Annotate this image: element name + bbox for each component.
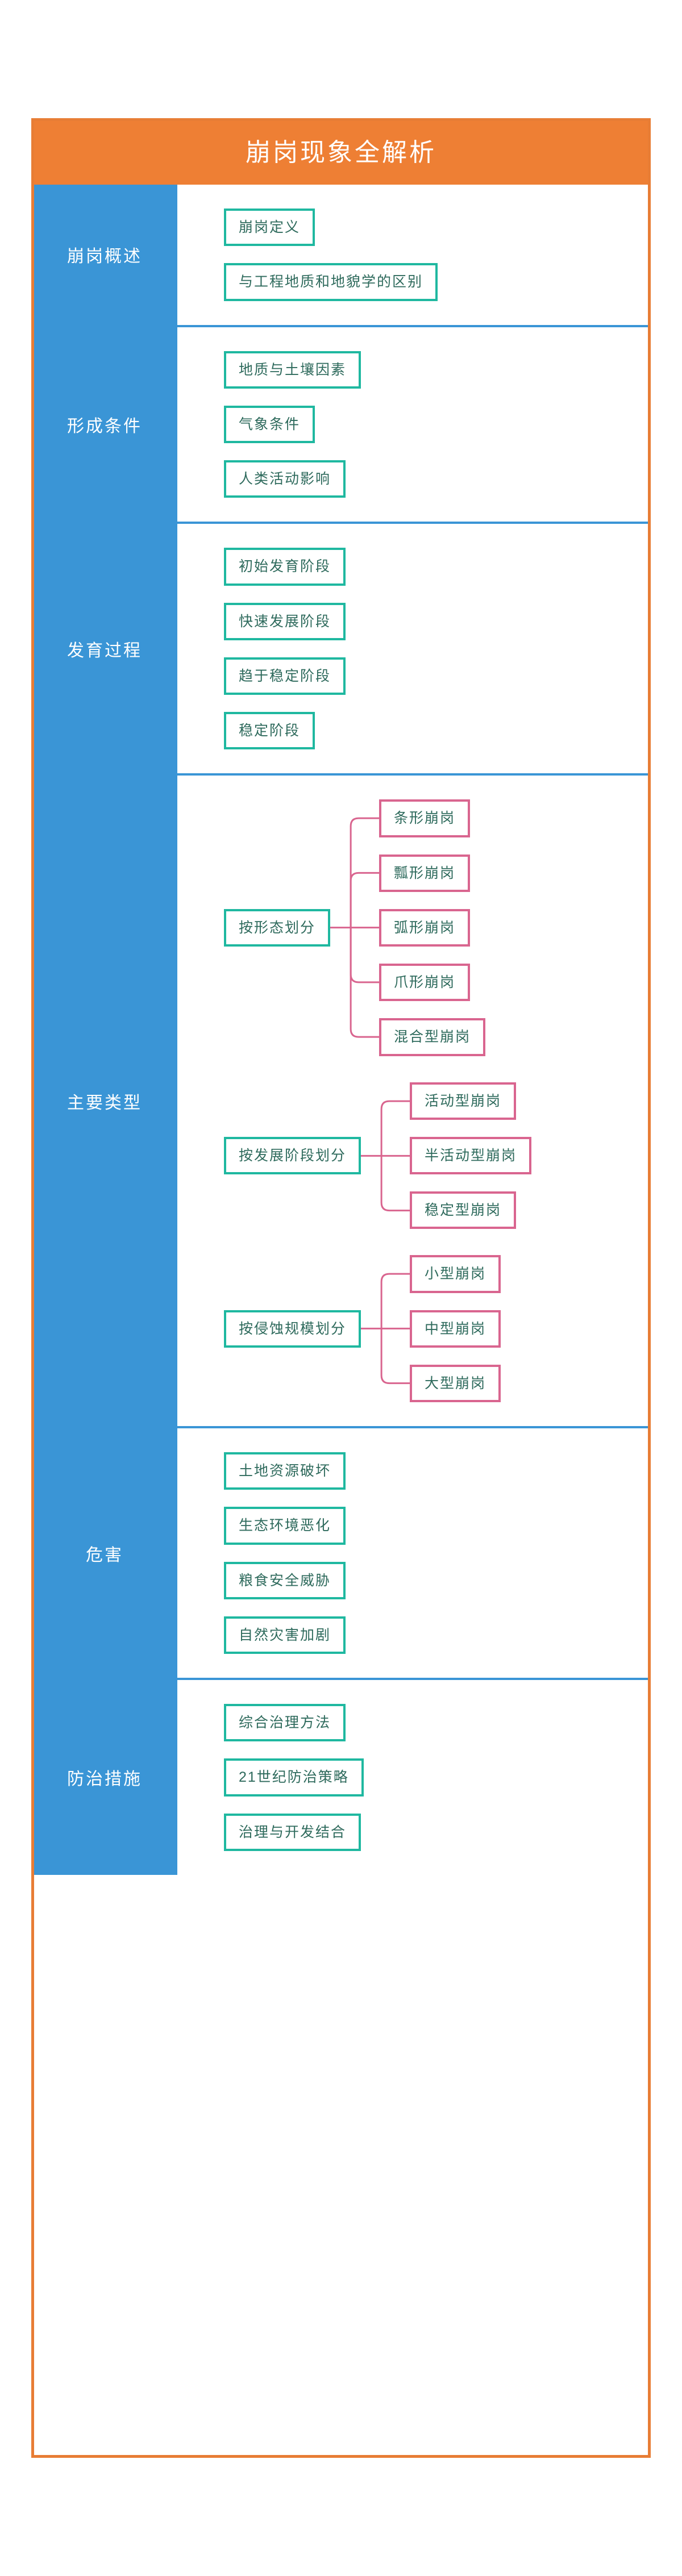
node-item[interactable]: 与工程地质和地貌学的区别	[224, 263, 438, 301]
section: 危害土地资源破坏生态环境恶化粮食安全威胁自然灾害加剧	[34, 1426, 648, 1678]
branch-group: 按形态划分 条形崩岗瓢形崩岗弧形崩岗爪形崩岗混合型崩岗按发展阶段划分 活动型崩岗半活…	[177, 799, 648, 1402]
connector-lines-icon	[361, 1273, 411, 1385]
child-node[interactable]: 小型崩岗	[410, 1255, 501, 1293]
node-item[interactable]: 自然灾害加剧	[224, 1616, 346, 1654]
page-title: 崩岗现象全解析	[246, 139, 436, 166]
node-item[interactable]: 快速发展阶段	[224, 602, 346, 640]
node-item[interactable]: 初始发育阶段	[224, 548, 346, 586]
branch-connector	[361, 1255, 411, 1402]
node-item[interactable]: 地质与土壤因素	[224, 351, 361, 389]
branch-children: 活动型崩岗半活动型崩岗稳定型崩岗	[410, 1082, 532, 1229]
node-list: 初始发育阶段快速发展阶段趋于稳定阶段稳定阶段	[177, 548, 648, 750]
section: 防治措施 综合治理方法 21世纪防治策略治理与开发结合	[34, 1678, 648, 1875]
title-banner: 崩岗现象全解析	[34, 121, 648, 185]
node-item[interactable]: 生态环境恶化	[224, 1507, 346, 1545]
branch-children: 小型崩岗中型崩岗大型崩岗	[410, 1255, 501, 1402]
child-node[interactable]: 条形崩岗	[379, 799, 471, 837]
section-label[interactable]: 形成条件	[34, 327, 175, 522]
sections-container: 崩岗概述崩岗定义与工程地质和地貌学的区别形成条件地质与土壤因素气象条件人类活动影…	[34, 185, 648, 1875]
child-node[interactable]: 半活动型崩岗	[410, 1136, 532, 1174]
branch-parent-node[interactable]: 按侵蚀规模划分	[224, 1310, 361, 1348]
child-node[interactable]: 弧形崩岗	[379, 908, 471, 947]
node-item[interactable]: 稳定阶段	[224, 712, 315, 750]
child-node[interactable]: 爪形崩岗	[379, 964, 471, 1002]
node-item[interactable]: 人类活动影响	[224, 460, 346, 498]
node-list: 地质与土壤因素气象条件人类活动影响	[177, 351, 648, 498]
node-item[interactable]: 土地资源破坏	[224, 1452, 346, 1490]
section-body: 综合治理方法 21世纪防治策略治理与开发结合	[175, 1680, 648, 1875]
child-node[interactable]: 混合型崩岗	[379, 1018, 486, 1056]
section-label[interactable]: 危害	[34, 1428, 175, 1678]
section-label[interactable]: 发育过程	[34, 524, 175, 774]
child-node[interactable]: 中型崩岗	[410, 1310, 501, 1348]
section: 崩岗概述崩岗定义与工程地质和地貌学的区别	[34, 185, 648, 325]
mindmap-frame: 崩岗现象全解析 崩岗概述崩岗定义与工程地质和地貌学的区别形成条件地质与土壤因素气…	[31, 118, 651, 2458]
section-body: 崩岗定义与工程地质和地貌学的区别	[175, 185, 648, 325]
section-label[interactable]: 主要类型	[34, 776, 175, 1426]
branch: 按侵蚀规模划分 小型崩岗中型崩岗大型崩岗	[224, 1255, 648, 1402]
node-item[interactable]: 气象条件	[224, 405, 315, 443]
connector-lines-icon	[330, 817, 380, 1038]
branch-connector	[361, 1082, 411, 1229]
child-node[interactable]: 活动型崩岗	[410, 1082, 517, 1120]
section-body: 土地资源破坏生态环境恶化粮食安全威胁自然灾害加剧	[175, 1428, 648, 1678]
node-item[interactable]: 治理与开发结合	[224, 1813, 361, 1851]
section-body: 按形态划分 条形崩岗瓢形崩岗弧形崩岗爪形崩岗混合型崩岗按发展阶段划分 活动型崩岗半活…	[175, 776, 648, 1426]
node-item[interactable]: 粮食安全威胁	[224, 1561, 346, 1599]
node-item[interactable]: 综合治理方法	[224, 1704, 346, 1742]
child-node[interactable]: 瓢形崩岗	[379, 854, 471, 892]
child-node[interactable]: 大型崩岗	[410, 1364, 501, 1402]
section-body: 初始发育阶段快速发展阶段趋于稳定阶段稳定阶段	[175, 524, 648, 774]
node-list: 综合治理方法 21世纪防治策略治理与开发结合	[177, 1704, 648, 1851]
connector-lines-icon	[361, 1100, 411, 1211]
section: 主要类型 按形态划分 条形崩岗瓢形崩岗弧形崩岗爪形崩岗混合型崩岗按发展阶段划分 活动型…	[34, 773, 648, 1426]
branch-parent-node[interactable]: 按发展阶段划分	[224, 1136, 361, 1174]
section-label[interactable]: 崩岗概述	[34, 185, 175, 325]
section-label[interactable]: 防治措施	[34, 1680, 175, 1875]
branch: 按形态划分 条形崩岗瓢形崩岗弧形崩岗爪形崩岗混合型崩岗	[224, 799, 648, 1056]
node-list: 崩岗定义与工程地质和地貌学的区别	[177, 209, 648, 301]
branch-parent-node[interactable]: 按形态划分	[224, 908, 331, 947]
section: 形成条件地质与土壤因素气象条件人类活动影响	[34, 324, 648, 522]
section-body: 地质与土壤因素气象条件人类活动影响	[175, 327, 648, 522]
node-item[interactable]: 21世纪防治策略	[224, 1758, 364, 1796]
child-node[interactable]: 稳定型崩岗	[410, 1191, 517, 1229]
branch-children: 条形崩岗瓢形崩岗弧形崩岗爪形崩岗混合型崩岗	[379, 799, 486, 1056]
branch: 按发展阶段划分 活动型崩岗半活动型崩岗稳定型崩岗	[224, 1082, 648, 1229]
node-list: 土地资源破坏生态环境恶化粮食安全威胁自然灾害加剧	[177, 1452, 648, 1654]
node-item[interactable]: 趋于稳定阶段	[224, 657, 346, 695]
node-item[interactable]: 崩岗定义	[224, 209, 315, 247]
branch-connector	[330, 799, 380, 1056]
section: 发育过程初始发育阶段快速发展阶段趋于稳定阶段稳定阶段	[34, 522, 648, 774]
